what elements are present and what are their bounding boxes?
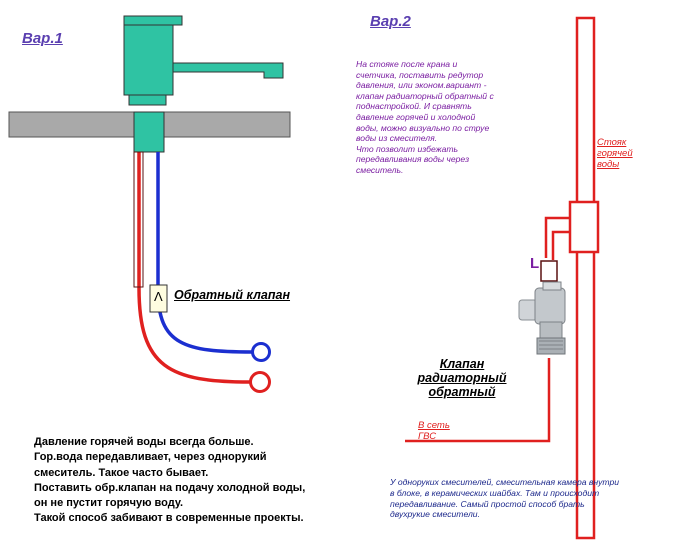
gvs-network-pipe bbox=[405, 358, 551, 443]
hot-flex-hose bbox=[133, 151, 144, 288]
cold-water-pipe bbox=[156, 152, 253, 354]
faucet-mount bbox=[133, 111, 165, 153]
valve-box bbox=[540, 260, 558, 282]
gvs-label: В сеть ГВС bbox=[418, 420, 450, 442]
radiator-valve-image bbox=[518, 281, 566, 355]
hot-water-pipe bbox=[137, 152, 251, 384]
variant1-description: Давление горячей воды всегда больше. Гор… bbox=[34, 436, 306, 525]
radiator-valve-label: Клапан радиаторный обратный bbox=[417, 357, 507, 399]
check-valve-symbol bbox=[149, 284, 168, 313]
riser-regulator bbox=[568, 200, 600, 254]
branch-pipe-inner bbox=[551, 230, 570, 260]
faucet-body bbox=[123, 24, 174, 96]
hot-water-connection bbox=[249, 371, 271, 393]
faucet-spout bbox=[172, 62, 284, 79]
variant1-title: Вар.1 bbox=[22, 30, 63, 47]
variant2-note: На стояке после крана и счетчика, постав… bbox=[356, 59, 494, 175]
valve-mark: L bbox=[530, 255, 540, 272]
branch-pipe bbox=[544, 216, 570, 258]
faucet-base bbox=[128, 94, 167, 106]
variant2-title: Вар.2 bbox=[370, 13, 411, 30]
riser-label: Стояк горячей воды bbox=[597, 137, 633, 170]
faucet-lever bbox=[123, 15, 183, 26]
check-valve-label: Обратный клапан bbox=[174, 288, 291, 302]
check-valve-mark: Λ bbox=[154, 289, 163, 304]
cold-water-connection bbox=[251, 342, 271, 362]
bottom-note: У одноруких смесителей, смесительная кам… bbox=[390, 477, 620, 520]
hot-water-riser bbox=[575, 16, 596, 540]
